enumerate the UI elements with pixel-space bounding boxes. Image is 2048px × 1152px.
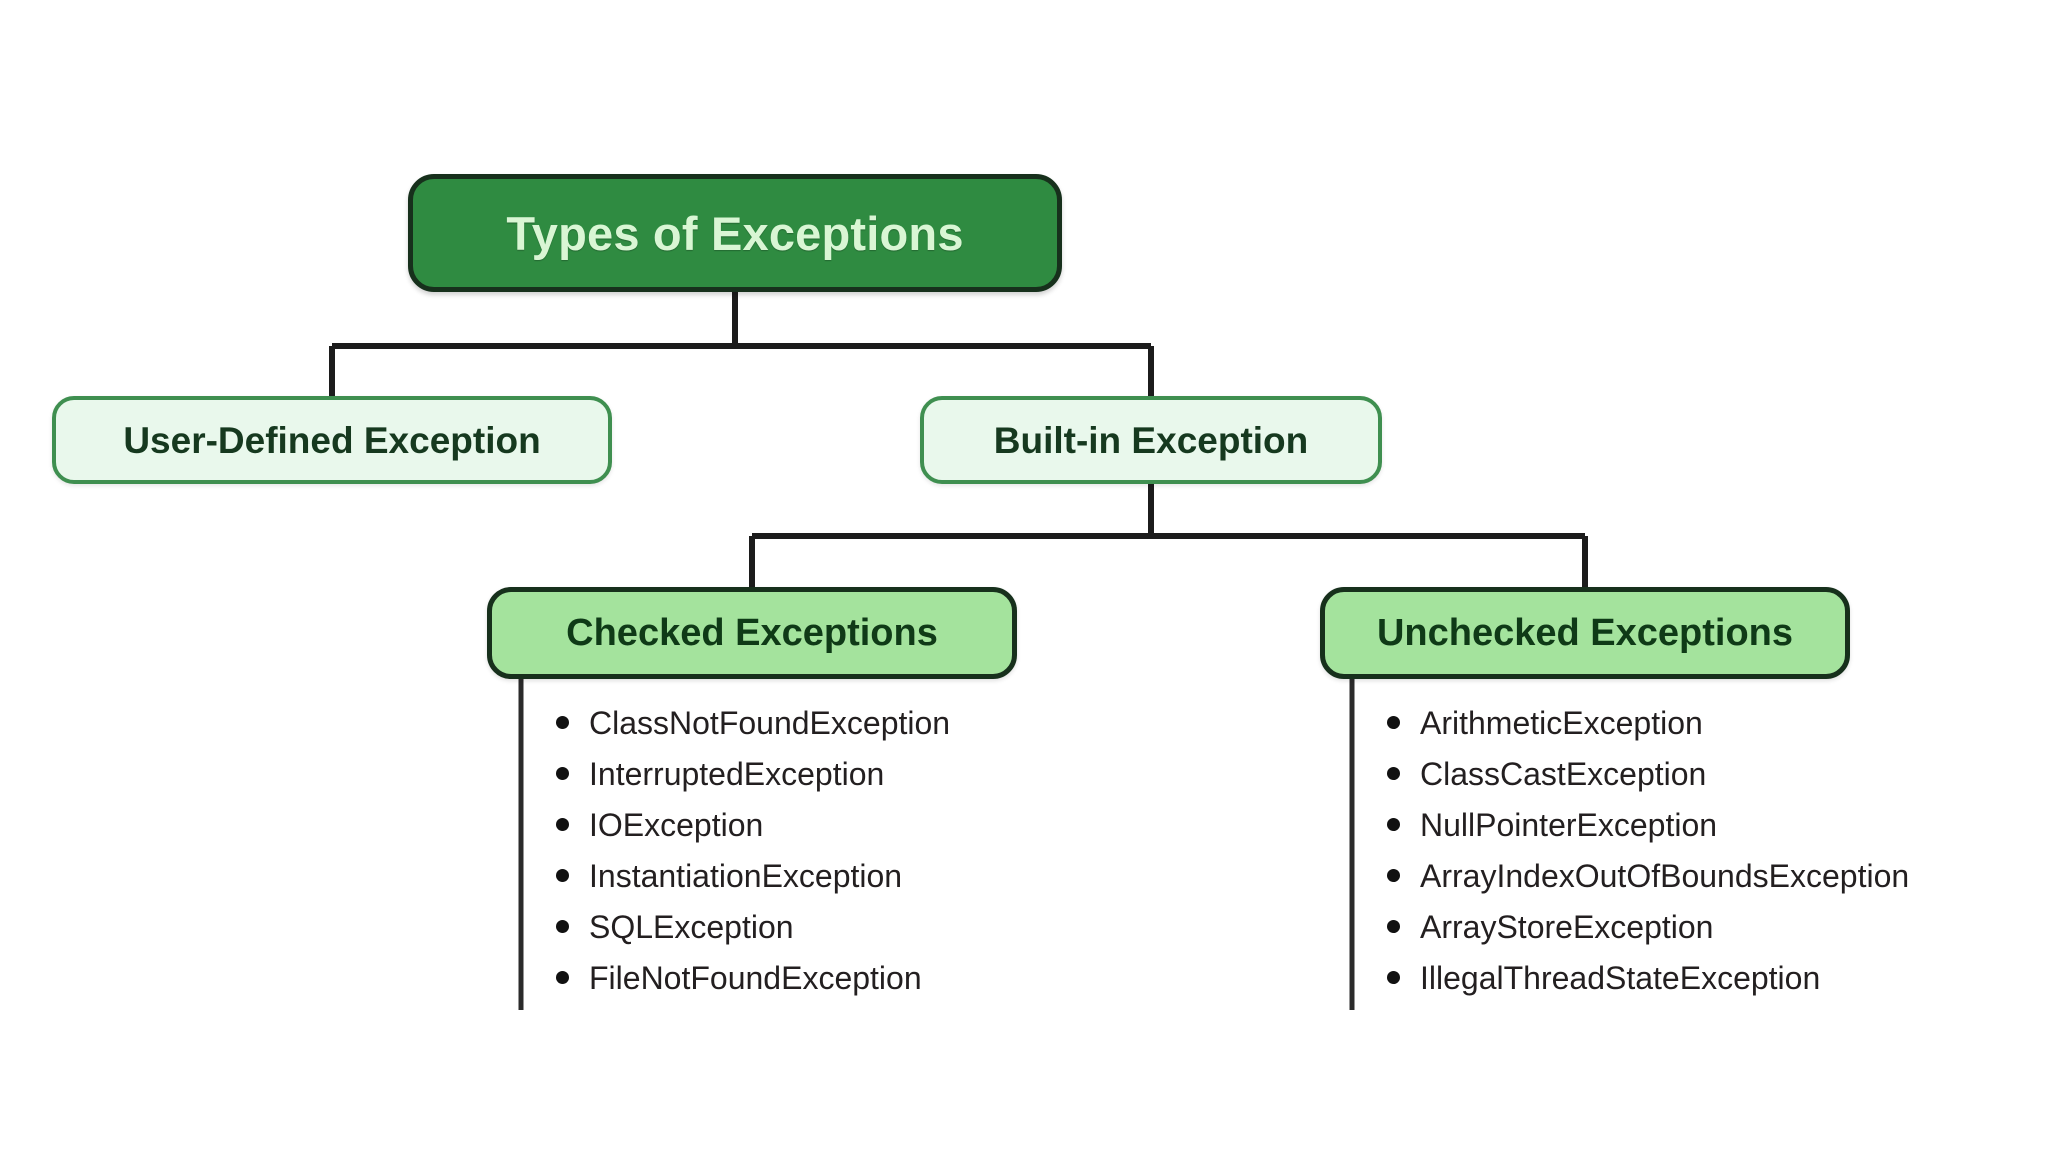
node-label: Unchecked Exceptions — [1376, 612, 1794, 654]
list-item-label: ClassCastException — [1420, 755, 1707, 792]
bullet-icon — [556, 869, 569, 882]
list-item-label: InterruptedException — [589, 755, 885, 792]
node-unchecked-exceptions[interactable]: Unchecked Exceptions — [1320, 587, 1850, 679]
list-item: IllegalThreadStateException — [1387, 952, 1909, 1003]
list-item: InterruptedException — [556, 748, 950, 799]
node-built-in-exception[interactable]: Built-in Exception — [920, 396, 1382, 484]
list-item: ClassCastException — [1387, 748, 1909, 799]
list-item-label: IllegalThreadStateException — [1420, 959, 1821, 996]
bullet-icon — [1387, 767, 1400, 780]
bullet-icon — [556, 818, 569, 831]
node-types-of-exceptions[interactable]: Types of Exceptions — [408, 174, 1062, 292]
bullet-icon — [556, 716, 569, 729]
list-item: ClassNotFoundException — [556, 697, 950, 748]
list-item-label: ArithmeticException — [1420, 704, 1703, 741]
list-item-label: ArrayIndexOutOfBoundsException — [1420, 857, 1910, 894]
node-label: User-Defined Exception — [123, 419, 541, 461]
node-user-defined-exception[interactable]: User-Defined Exception — [52, 396, 612, 484]
list-item-label: FileNotFoundException — [589, 959, 922, 996]
list-item: FileNotFoundException — [556, 952, 950, 1003]
list-item: IOException — [556, 799, 950, 850]
list-item: ArrayStoreException — [1387, 901, 1909, 952]
list-item-label: IOException — [589, 806, 764, 843]
bullet-icon — [556, 971, 569, 984]
list-item-label: ArrayStoreException — [1420, 908, 1714, 945]
list-item: NullPointerException — [1387, 799, 1909, 850]
node-label: Types of Exceptions — [506, 206, 964, 260]
bullet-icon — [1387, 716, 1400, 729]
list-item-label: NullPointerException — [1420, 806, 1718, 843]
list-item-label: InstantiationException — [589, 857, 903, 894]
unchecked-exceptions-list: ArithmeticException ClassCastException N… — [1387, 697, 1909, 1003]
checked-exceptions-list: ClassNotFoundException InterruptedExcept… — [556, 697, 950, 1003]
node-label: Built-in Exception — [993, 419, 1309, 461]
list-item: SQLException — [556, 901, 950, 952]
bullet-icon — [556, 767, 569, 780]
node-checked-exceptions[interactable]: Checked Exceptions — [487, 587, 1017, 679]
list-item: ArrayIndexOutOfBoundsException — [1387, 850, 1909, 901]
bullet-icon — [1387, 920, 1400, 933]
bullet-icon — [1387, 971, 1400, 984]
bullet-icon — [1387, 818, 1400, 831]
list-item: InstantiationException — [556, 850, 950, 901]
list-item-label: ClassNotFoundException — [589, 704, 951, 741]
bullet-icon — [556, 920, 569, 933]
bullet-icon — [1387, 869, 1400, 882]
list-item-label: SQLException — [589, 908, 794, 945]
list-item: ArithmeticException — [1387, 697, 1909, 748]
node-label: Checked Exceptions — [566, 612, 938, 654]
